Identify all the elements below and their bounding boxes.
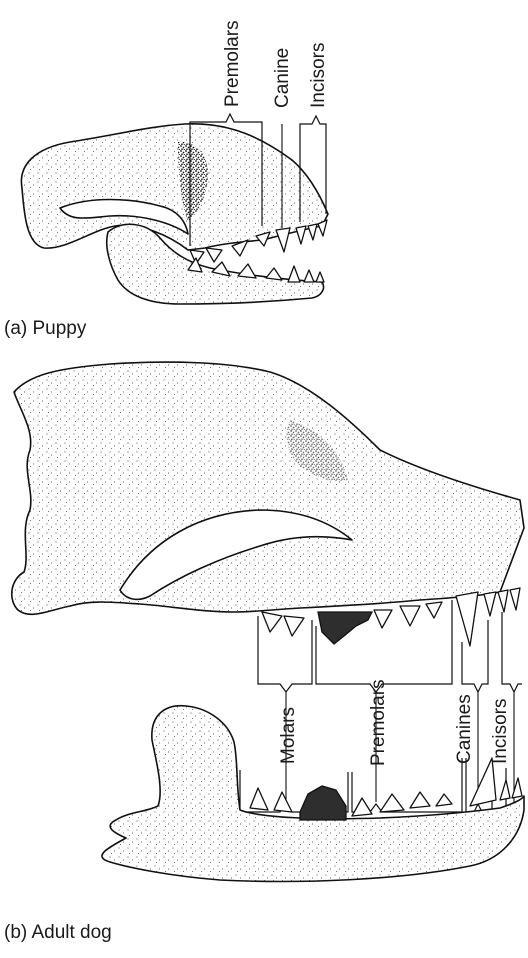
- adult-skull-illustration: [12, 362, 524, 646]
- adult-cranium: [12, 362, 524, 614]
- adult-premolars-label: Premolars: [368, 679, 389, 766]
- adult-incisors-label: Incisors: [490, 699, 511, 764]
- adult-lower-carnassial: [300, 786, 346, 820]
- puppy-premolars-label: Premolars: [222, 20, 243, 107]
- adult-upper-carnassial: [318, 612, 372, 644]
- adult-canines-label: Canines: [454, 694, 475, 764]
- caption-puppy: (a) Puppy: [4, 318, 86, 340]
- caption-adult-dog: (b) Adult dog: [4, 922, 112, 944]
- puppy-canine-label: Canine: [272, 48, 293, 108]
- adult-molars-label: Molars: [278, 707, 299, 764]
- puppy-incisors-label: Incisors: [308, 43, 329, 108]
